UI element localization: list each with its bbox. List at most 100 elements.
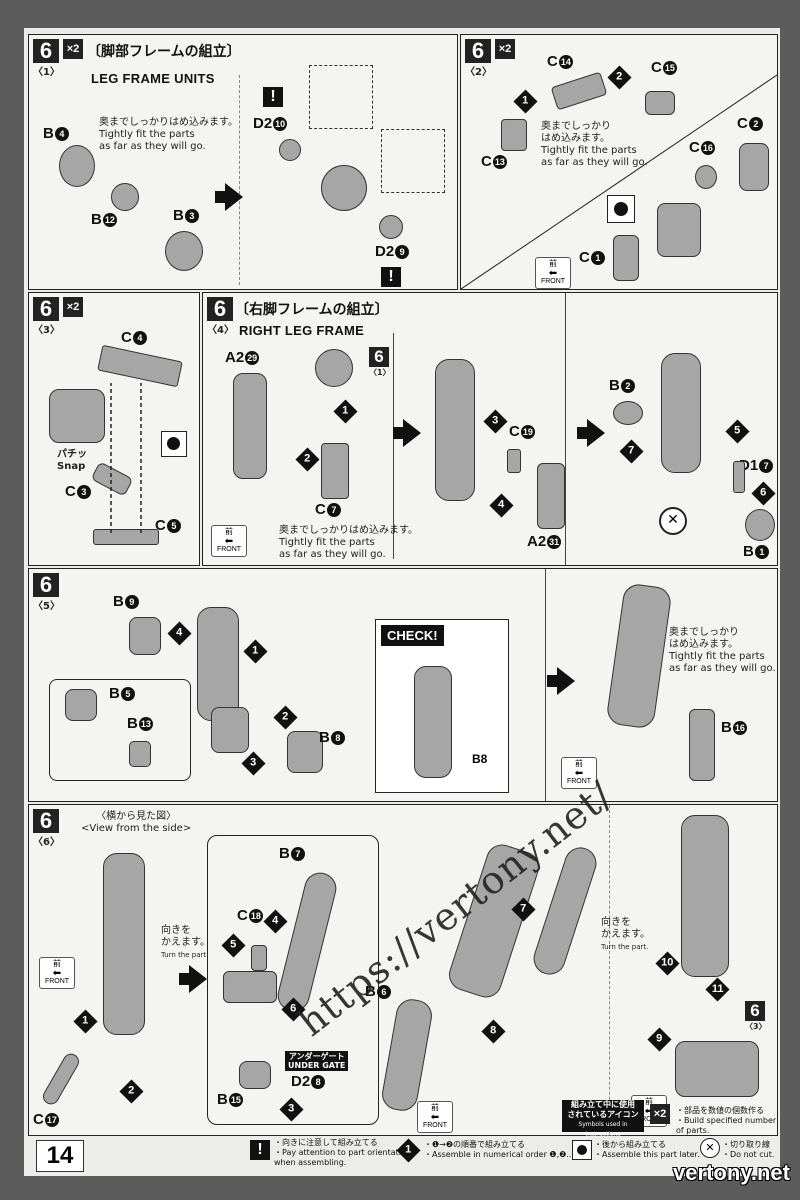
- step-marker: 4: [489, 493, 514, 518]
- next-arrow: [393, 419, 421, 447]
- part-c1: [613, 235, 639, 281]
- part-c5: [93, 529, 159, 545]
- sub-assembly: [211, 707, 249, 753]
- part-b6: [379, 996, 435, 1114]
- part-b9: [129, 617, 161, 655]
- step-number-box: 6 〈1〉: [33, 39, 60, 78]
- legend-x2-text: ・部品を数値の個数作る・Build specified number of pa…: [676, 1106, 777, 1135]
- part-b13: [129, 741, 151, 767]
- front-indicator: 前⬅FRONT: [561, 757, 597, 789]
- check-box: CHECK! B8: [375, 619, 509, 793]
- step-number-box: 6 〈4〉: [207, 296, 234, 336]
- side-view-assembly: [103, 853, 145, 1035]
- part-c19: [507, 449, 521, 473]
- cut-icon: ✕: [659, 507, 687, 535]
- x2-icon: ×2: [63, 39, 83, 59]
- legend-later-icon: [572, 1140, 592, 1160]
- sub-assembly-box: [49, 679, 191, 781]
- step-marker: 1: [73, 1009, 98, 1034]
- step-title-en: RIGHT LEG FRAME: [239, 323, 365, 338]
- legend-cut-text: ・切り取り線・Do not cut.: [722, 1140, 775, 1159]
- step-title-jp: 〔脚部フレームの組立〕: [87, 44, 241, 60]
- instruction-page: 6 〈1〉 ×2 〔脚部フレームの組立〕 LEG FRAME UNITS 奥まで…: [24, 28, 780, 1176]
- next-arrow: [215, 183, 243, 211]
- page-number: 14: [36, 1140, 84, 1172]
- step-number-box: 6 〈5〉: [33, 572, 60, 612]
- step-marker: 5: [725, 419, 750, 444]
- part-b16: [689, 709, 715, 781]
- step-marker: 1: [243, 639, 268, 664]
- part-c15: [645, 91, 675, 115]
- final-assembly: [681, 815, 729, 977]
- part-c2: [739, 143, 769, 191]
- foot-assembly: [675, 1041, 759, 1097]
- next-arrow: [577, 419, 605, 447]
- part-c16: [695, 165, 717, 189]
- step-marker: 8: [481, 1019, 506, 1044]
- next-arrow: [547, 667, 575, 695]
- part-b1: [745, 509, 775, 541]
- step-marker: 1: [333, 399, 358, 424]
- ball-part: [315, 349, 353, 387]
- step-1-panel: 6 〈1〉 ×2 〔脚部フレームの組立〕 LEG FRAME UNITS 奥まで…: [28, 34, 458, 290]
- next-arrow: [179, 965, 207, 993]
- divider-line: [461, 74, 777, 289]
- snap-icon: [161, 431, 187, 457]
- step-marker: 4: [167, 621, 192, 646]
- part-b4: [59, 145, 95, 187]
- part-a229: [233, 373, 267, 479]
- step-marker: 10: [655, 951, 680, 976]
- fit-note: 奥までしっかりはめ込みます。 Tightly fit the parts as …: [99, 117, 238, 152]
- turn-note: 向きをかえます。Turn the part.: [601, 917, 650, 951]
- step-marker: 2: [295, 447, 320, 472]
- warning-icon: !: [263, 87, 283, 107]
- assembly: [657, 203, 701, 257]
- step-marker: 3: [483, 409, 508, 434]
- step-title-en: LEG FRAME UNITS: [91, 71, 215, 86]
- watermark-corner: vertony.net: [673, 1160, 790, 1185]
- step-number-box: 6 〈6〉: [33, 808, 60, 848]
- detail-box: [309, 65, 373, 129]
- step-title-jp: 〔右脚フレームの組立〕: [235, 302, 389, 318]
- guide-lines: [110, 383, 142, 533]
- check-part: [414, 666, 452, 778]
- check-label: CHECK!: [381, 625, 444, 646]
- part-d28: [239, 1061, 271, 1089]
- part-c13: [501, 119, 527, 151]
- step-number: 6: [33, 39, 59, 63]
- part-d17: [733, 461, 745, 493]
- step-marker: 6: [751, 481, 776, 506]
- sub-assembly-box: [207, 835, 379, 1125]
- step-number-box: 6 〈3〉: [33, 296, 60, 336]
- legend-symbols-box: 組み立て中に使用 されているアイコン Symbols used in instr…: [562, 1100, 644, 1138]
- step-marker: 2: [119, 1079, 144, 1104]
- part-c17: [40, 1050, 82, 1108]
- step-marker: 2: [273, 705, 298, 730]
- legend-warning-text: ・向きに注意して組み立てる・Pay attention to part orie…: [274, 1138, 411, 1167]
